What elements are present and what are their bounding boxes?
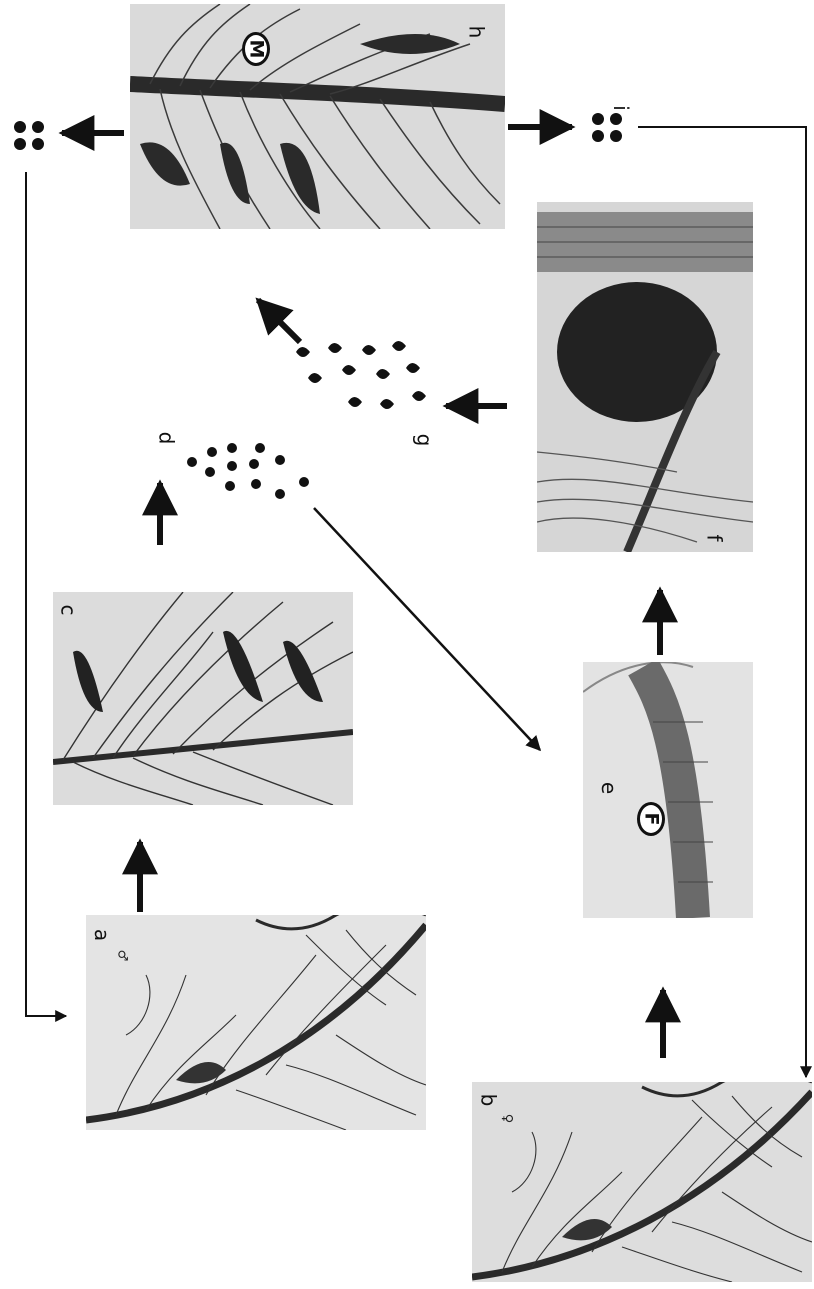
label-h: h bbox=[466, 26, 486, 39]
photo-e-carpogonium: F e bbox=[583, 662, 753, 918]
label-g: g bbox=[414, 434, 434, 447]
photo-h-male-gametophyte: M h bbox=[130, 4, 505, 229]
label-e: e bbox=[599, 782, 619, 794]
sperm-dots-d bbox=[180, 440, 320, 510]
badge-female: F bbox=[637, 802, 665, 836]
photo-c-antheridia: c bbox=[53, 592, 353, 805]
photo-a-male-plant: a ♂ bbox=[86, 915, 426, 1130]
label-a: a bbox=[92, 929, 112, 941]
spores-g bbox=[288, 340, 438, 420]
photo-b-female-plant: b ♀ bbox=[472, 1082, 812, 1282]
badge-male: M bbox=[242, 32, 270, 66]
photo-f-cystocarp: f bbox=[537, 202, 753, 552]
label-c: c bbox=[59, 605, 79, 616]
label-d: d bbox=[156, 432, 176, 445]
spores-i bbox=[588, 109, 628, 149]
label-i: i bbox=[611, 105, 631, 111]
label-b: b bbox=[478, 1094, 498, 1107]
male-symbol: ♂ bbox=[115, 950, 128, 962]
label-f: f bbox=[705, 534, 725, 541]
spores-left bbox=[10, 117, 50, 157]
female-symbol: ♀ bbox=[500, 1114, 513, 1124]
arrow-g-to-h bbox=[258, 300, 300, 342]
